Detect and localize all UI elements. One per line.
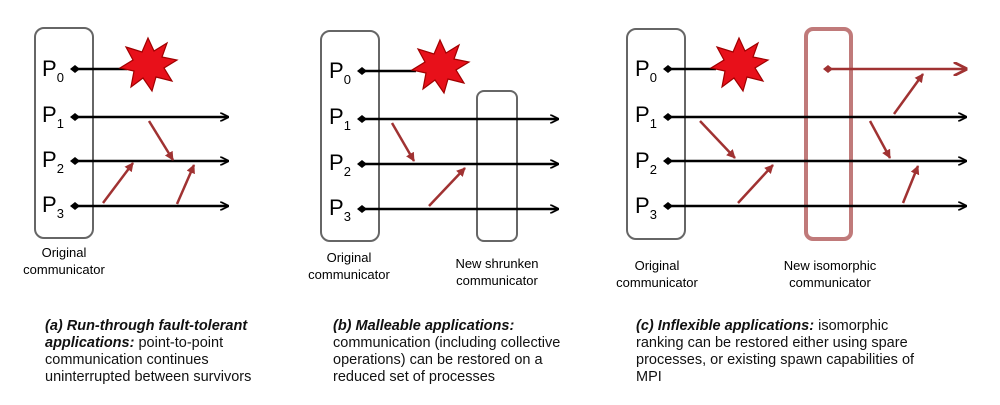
process-label-p0: P0 (635, 56, 657, 85)
message-arrow (102, 162, 134, 204)
process-label-p1: P1 (635, 102, 657, 131)
original-communicator-label: communicator (616, 275, 698, 290)
message-arrow (175, 164, 196, 205)
caption-body: communication (including collective oper… (333, 335, 561, 385)
timeline-p0 (663, 65, 716, 73)
message-arrow (868, 120, 892, 159)
new-shrunken-communicator-box (476, 90, 518, 242)
process-label-p3: P3 (635, 193, 657, 222)
timeline-p1 (663, 113, 966, 121)
svg-text:P1: P1 (42, 102, 64, 131)
timeline-p3 (70, 202, 228, 210)
timeline-p3 (663, 202, 966, 210)
svg-text:P2: P2 (635, 148, 657, 177)
process-label-p3: P3 (42, 192, 64, 221)
timeline-p0 (357, 67, 416, 75)
caption-lead: (a) Run-through fault-tolerant applicati… (45, 318, 248, 351)
timeline-p0 (70, 65, 127, 73)
process-label-p2: P2 (635, 148, 657, 177)
caption-body: point-to-point communication continues u… (45, 335, 252, 385)
process-label-p2: P2 (329, 150, 351, 179)
message-arrow (428, 167, 466, 207)
new-communicator-label: communicator (789, 275, 871, 290)
svg-text:P0: P0 (42, 56, 64, 85)
timeline-p2 (70, 157, 228, 165)
caption-body: isomorphic ranking can be restored eithe… (636, 318, 915, 385)
message-arrow (699, 120, 736, 159)
original-communicator-label: Original (327, 250, 372, 265)
panel-b: P0 P1 P2 P3 Orig (308, 30, 558, 288)
message-arrow (390, 122, 416, 162)
process-label-p0: P0 (42, 56, 64, 85)
panel-a: P0 P1 P2 P3 (23, 27, 228, 277)
caption-lead: (c) Inflexible applications: (636, 318, 815, 334)
original-communicator-box (320, 30, 380, 242)
original-communicator-box (34, 27, 94, 239)
svg-text:P3: P3 (635, 193, 657, 222)
new-isomorphic-communicator-box (804, 27, 853, 241)
original-communicator-box (626, 28, 686, 240)
caption-b: (b) Malleable applications: communicatio… (333, 318, 573, 386)
original-communicator-label: communicator (308, 267, 390, 282)
svg-text:P1: P1 (329, 104, 351, 133)
svg-text:P2: P2 (329, 150, 351, 179)
failure-burst-icon (410, 38, 471, 95)
svg-text:P2: P2 (42, 147, 64, 176)
process-label-p1: P1 (42, 102, 64, 131)
message-arrow (892, 73, 925, 115)
original-communicator-label: Original (635, 258, 680, 273)
caption-c: (c) Inflexible applications: isomorphic … (636, 318, 926, 386)
svg-text:P3: P3 (329, 195, 351, 224)
caption-a: (a) Run-through fault-tolerant applicati… (45, 318, 285, 386)
message-arrow (901, 165, 920, 204)
original-communicator-label: Original (42, 245, 87, 260)
failure-burst-icon (118, 36, 179, 93)
failure-burst-icon (709, 36, 770, 93)
message-arrow (737, 164, 774, 204)
new-communicator-label: New isomorphic (784, 258, 877, 273)
timeline-p2 (663, 157, 966, 165)
message-arrow (147, 120, 175, 161)
svg-text:P0: P0 (329, 58, 351, 87)
svg-text:P3: P3 (42, 192, 64, 221)
process-label-p1: P1 (329, 104, 351, 133)
new-communicator-label: New shrunken (455, 256, 538, 271)
svg-text:P0: P0 (635, 56, 657, 85)
panel-c: P0 P1 P2 P3 (616, 27, 966, 290)
timeline-p0-respawned (823, 65, 966, 73)
new-communicator-label: communicator (456, 273, 538, 288)
timeline-p1 (70, 113, 228, 121)
timeline-p3 (357, 205, 558, 213)
process-label-p0: P0 (329, 58, 351, 87)
timeline-p1 (357, 115, 558, 123)
original-communicator-label: communicator (23, 262, 105, 277)
process-label-p3: P3 (329, 195, 351, 224)
caption-lead: (b) Malleable applications: (333, 318, 515, 334)
svg-text:P1: P1 (635, 102, 657, 131)
timeline-p2 (357, 160, 558, 168)
process-label-p2: P2 (42, 147, 64, 176)
